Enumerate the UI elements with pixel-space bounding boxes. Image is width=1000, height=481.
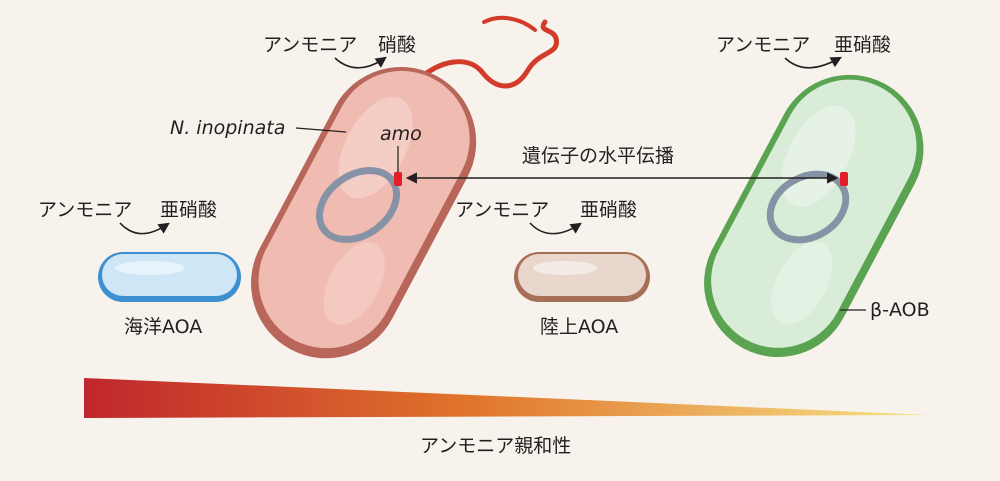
marine-aoa-cell (98, 252, 241, 302)
conversion-arrow-terrestrial (529, 222, 582, 235)
marine-aoa-substrate-label: アンモニア (38, 199, 133, 221)
affinity-gradient-wedge (84, 378, 930, 418)
beta-aob-substrate-label: アンモニア (716, 34, 811, 56)
beta-aob-gene-marker (840, 172, 848, 186)
nitrospira-leader-line (295, 127, 347, 133)
terrestrial-aoa-name-label: 陸上AOA (540, 316, 619, 338)
terrestrial-aoa-cell (514, 252, 650, 302)
terrestrial-aoa-product-label: 亜硝酸 (580, 199, 638, 221)
terrestrial-aoa-substrate-label: アンモニア (455, 199, 550, 221)
conversion-arrow-marine (119, 222, 170, 235)
conversion-arrow-beta-aob (784, 56, 842, 69)
nitrospira-name-label: N. inopinata (170, 117, 286, 139)
beta-aob-cell (704, 74, 924, 358)
marine-aoa-name-label: 海洋AOA (124, 316, 203, 338)
affinity-gradient-label: アンモニア親和性 (420, 435, 572, 457)
nitrospira-cell (251, 67, 477, 359)
beta-aob-name-label: β-AOB (870, 299, 930, 321)
beta-aob-product-label: 亜硝酸 (834, 34, 892, 56)
nitrospira-amo-marker (394, 172, 402, 186)
nitrospira-plasmid (316, 167, 400, 243)
gene-transfer-label: 遺伝子の水平伝播 (522, 145, 675, 167)
marine-aoa-product-label: 亜硝酸 (160, 199, 218, 221)
nitrospira-product-label: 硝酸 (378, 34, 417, 56)
flagellum (415, 19, 559, 89)
nitrospira-substrate-label: アンモニア (263, 34, 358, 56)
conversion-arrow-nitrospira (334, 56, 387, 69)
amo-gene-label: amo (380, 123, 422, 145)
flagellum-tip (482, 15, 537, 32)
